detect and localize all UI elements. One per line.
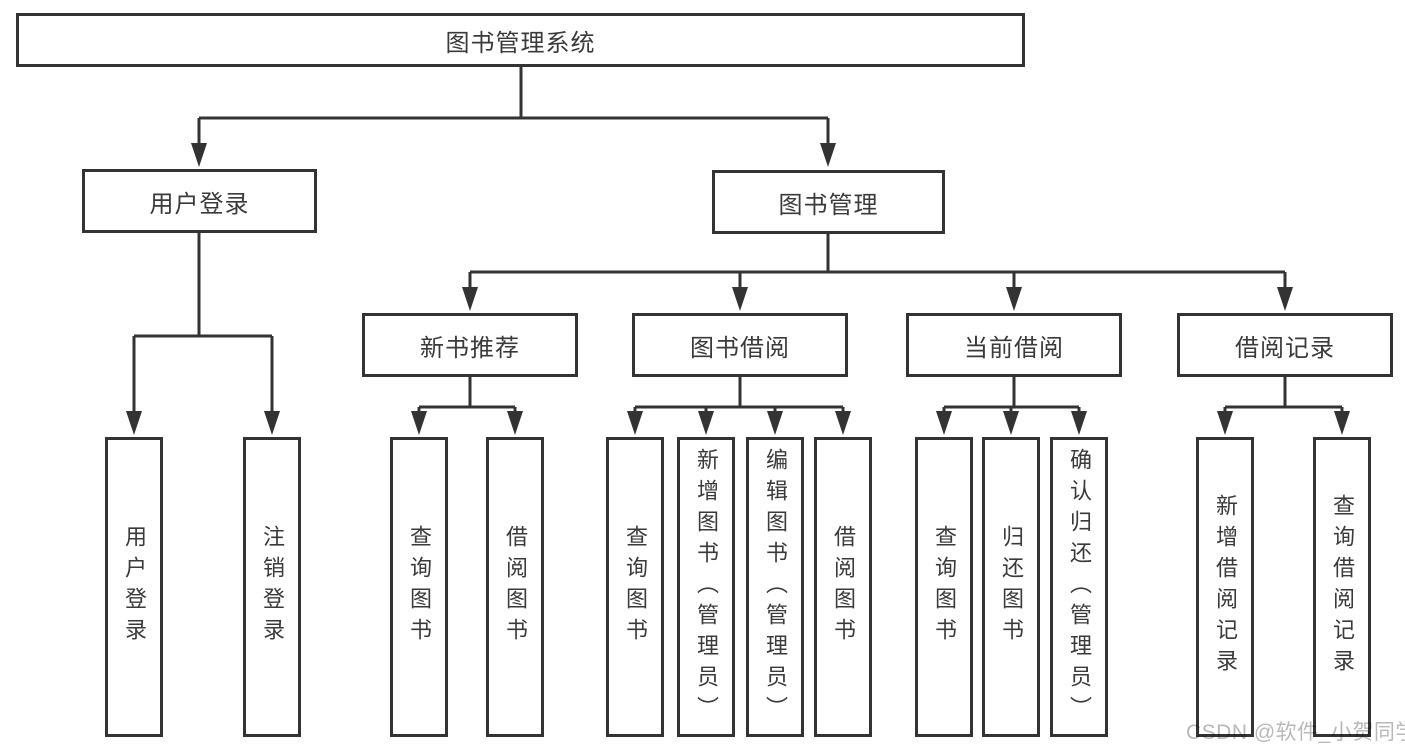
leaf-label: 查询图书 xyxy=(623,525,648,649)
node-library-system: 图书管理系统 xyxy=(16,13,1025,67)
leaf-query-books-borrowing: 查询图书 xyxy=(606,437,664,737)
leaf-edit-books-admin: 编辑图书（管理员） xyxy=(746,437,804,737)
leaf-label: 归还图书 xyxy=(999,525,1024,649)
node-book-borrowing: 图书借阅 xyxy=(632,313,848,377)
csdn-watermark: CSDN @软件_小贺同学 xyxy=(1186,721,1405,744)
leaf-label: 借阅图书 xyxy=(503,525,528,649)
leaf-query-books-recommend: 查询图书 xyxy=(390,437,448,737)
connector-root-to-level2 xyxy=(191,67,836,167)
connector-book-management-children xyxy=(462,234,1293,311)
node-book-management: 图书管理 xyxy=(712,170,945,234)
connector-current-borrowing-children xyxy=(936,377,1087,435)
leaf-user-login: 用户登录 xyxy=(105,437,163,737)
node-current-borrowing: 当前借阅 xyxy=(906,313,1122,377)
leaf-label: 查询借阅记录 xyxy=(1330,494,1355,680)
leaf-label: 注销登录 xyxy=(260,525,285,649)
leaf-label: 新增借阅记录 xyxy=(1213,494,1238,680)
leaf-add-borrow-record: 新增借阅记录 xyxy=(1196,437,1254,737)
leaf-add-books-admin: 新增图书（管理员） xyxy=(677,437,735,737)
leaf-label: 查询图书 xyxy=(932,525,957,649)
connector-book-borrowing-children xyxy=(627,377,851,435)
leaf-label: 确认归还（管理员） xyxy=(1067,447,1092,727)
leaf-borrow-books-recommend: 借阅图书 xyxy=(486,437,544,737)
leaf-label: 查询图书 xyxy=(407,525,432,649)
leaf-query-borrow-record: 查询借阅记录 xyxy=(1313,437,1371,737)
connector-user-login-children xyxy=(126,233,280,435)
leaf-label: 新增图书（管理员） xyxy=(694,447,719,727)
leaf-confirm-return-admin: 确认归还（管理员） xyxy=(1050,437,1108,737)
leaf-query-books-current: 查询图书 xyxy=(915,437,973,737)
leaf-label: 用户登录 xyxy=(122,525,147,649)
node-borrowing-records: 借阅记录 xyxy=(1177,313,1393,377)
leaf-label: 编辑图书（管理员） xyxy=(763,447,788,727)
leaf-logout: 注销登录 xyxy=(243,437,301,737)
leaf-return-books: 归还图书 xyxy=(982,437,1040,737)
node-user-login: 用户登录 xyxy=(82,169,317,233)
connector-new-book-recommend-children xyxy=(411,377,523,435)
node-new-book-recommend: 新书推荐 xyxy=(362,313,578,377)
leaf-borrow-books: 借阅图书 xyxy=(814,437,872,737)
connector-borrowing-records-children xyxy=(1217,377,1350,435)
leaf-label: 借阅图书 xyxy=(831,525,856,649)
